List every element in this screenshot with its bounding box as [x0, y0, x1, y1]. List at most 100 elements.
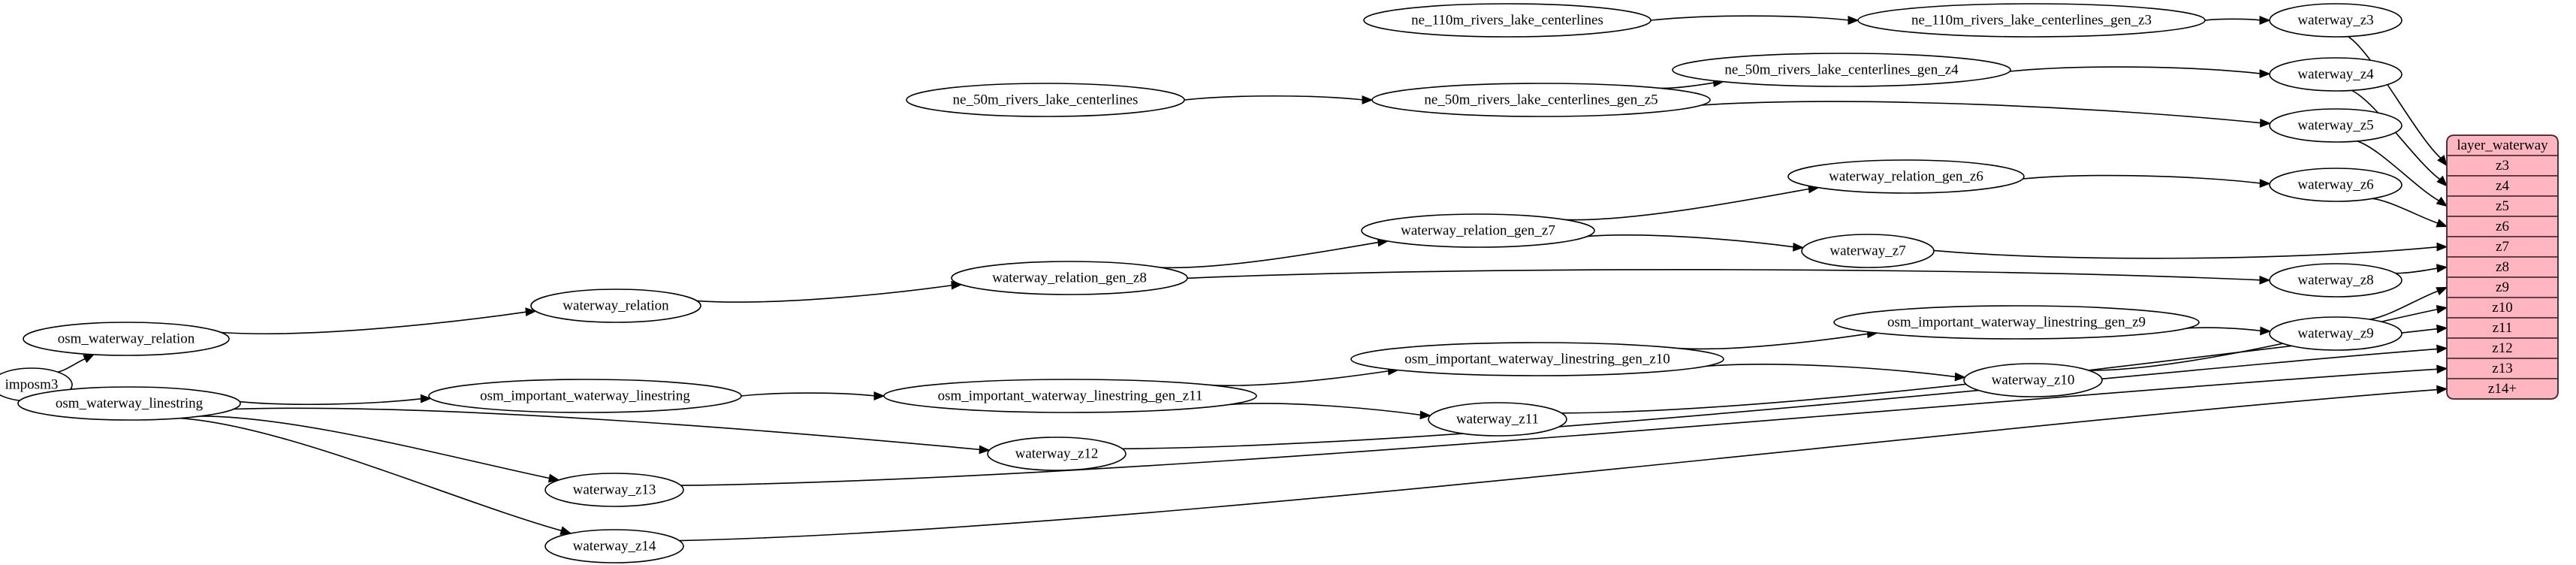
table-row-z3[interactable]	[2446, 155, 2559, 177]
node-osm_important_waterway_linestring_gen_z10[interactable]: osm_important_waterway_linestring_gen_z1…	[1350, 342, 1724, 376]
table-row-z10[interactable]	[2446, 297, 2559, 319]
table-row-z8[interactable]	[2446, 256, 2559, 278]
table-row-z12[interactable]	[2446, 337, 2559, 359]
node-ne_110m_rivers_lake_centerlines[interactable]: ne_110m_rivers_lake_centerlines	[1363, 3, 1651, 38]
edge-arrowhead	[2436, 344, 2448, 354]
node-ellipse[interactable]	[1963, 363, 2103, 397]
node-waterway_z4[interactable]: waterway_z4	[2269, 57, 2403, 92]
node-waterway_z5[interactable]: waterway_z5	[2269, 108, 2403, 143]
node-ellipse[interactable]	[1350, 342, 1724, 376]
node-waterway_z8[interactable]: waterway_z8	[2269, 263, 2403, 298]
node-ellipse[interactable]	[1371, 83, 1711, 117]
node-waterway_z6[interactable]: waterway_z6	[2269, 168, 2403, 202]
edge-arrowhead	[2259, 69, 2271, 79]
node-ellipse[interactable]	[1363, 3, 1651, 38]
edge-ne_50m_rivers_lake_centerlines_gen_z5-to-waterway_z5	[1701, 101, 2262, 124]
node-ellipse[interactable]	[1672, 53, 2011, 87]
node-ellipse[interactable]	[1361, 213, 1595, 248]
edge-waterway_z12-to-table-z12	[1122, 348, 2439, 450]
table-row-z11[interactable]	[2446, 317, 2559, 339]
node-waterway_z9[interactable]: waterway_z9	[2269, 316, 2403, 351]
node-waterway_relation_gen_z7[interactable]: waterway_relation_gen_z7	[1361, 213, 1595, 248]
node-ellipse[interactable]	[951, 261, 1188, 295]
table-row-z5[interactable]	[2446, 195, 2559, 217]
node-ne_50m_rivers_lake_centerlines_gen_z5[interactable]: ne_50m_rivers_lake_centerlines_gen_z5	[1371, 83, 1711, 117]
edge-arrowhead	[1793, 242, 1805, 252]
edge-arrowhead	[2436, 242, 2448, 252]
table-row-z13[interactable]	[2446, 358, 2559, 379]
node-ellipse[interactable]	[1801, 234, 1935, 268]
layer-waterway-table: layer_waterwayz3z4z5z6z7z8z9z10z11z12z13…	[2446, 134, 2559, 400]
table-row-z4[interactable]	[2446, 175, 2559, 197]
edge-waterway_z5-to-table-z5	[2357, 140, 2441, 202]
node-ellipse[interactable]	[544, 529, 684, 563]
table-row-z6[interactable]	[2446, 216, 2559, 237]
node-ellipse[interactable]	[23, 322, 230, 356]
node-osm_waterway_linestring[interactable]: osm_waterway_linestring	[17, 386, 241, 421]
node-ellipse[interactable]	[1857, 3, 2206, 38]
node-waterway_relation_gen_z6[interactable]: waterway_relation_gen_z6	[1787, 159, 2025, 194]
node-osm_waterway_relation[interactable]: osm_waterway_relation	[23, 322, 230, 356]
edge-waterway_z7-to-table-z7	[1933, 246, 2439, 259]
node-waterway_z7[interactable]: waterway_z7	[1801, 234, 1935, 268]
edge-arrowhead	[2436, 264, 2448, 273]
edge-waterway_z6-to-table-z6	[2372, 198, 2439, 225]
node-waterway_relation[interactable]: waterway_relation	[530, 289, 701, 323]
node-osm_important_waterway_linestring_gen_z9[interactable]: osm_important_waterway_linestring_gen_z9	[1833, 305, 2200, 340]
node-ellipse[interactable]	[2269, 168, 2403, 202]
node-ellipse[interactable]	[2269, 57, 2403, 92]
edge-arrowhead	[1848, 16, 1860, 25]
edge-arrowhead	[2436, 219, 2448, 228]
node-osm_important_waterway_linestring_gen_z11[interactable]: osm_important_waterway_linestring_gen_z1…	[883, 379, 1257, 413]
node-ellipse[interactable]	[17, 386, 241, 421]
edge-ne_50m_rivers_lake_centerlines-to-ne_50m_rivers_lake_centerlines_gen_z5	[1184, 95, 1365, 101]
edge-arrowhead	[2436, 385, 2448, 394]
table-header-cell	[2446, 134, 2559, 156]
table-row-z7[interactable]	[2446, 236, 2559, 258]
table-row-z14+[interactable]	[2446, 378, 2559, 400]
node-ellipse[interactable]	[428, 379, 742, 413]
table-outline	[2446, 134, 2559, 400]
node-waterway_z12[interactable]: waterway_z12	[987, 437, 1127, 471]
edge-arrowhead	[1362, 95, 1374, 104]
node-ellipse[interactable]	[987, 437, 1127, 471]
edge-arrowhead	[2259, 179, 2271, 188]
edge-osm_important_waterway_linestring_gen_z11-to-waterway_z11	[1229, 403, 1422, 416]
edge-waterway_relation_gen_z7-to-waterway_relation_gen_z6	[1564, 188, 1811, 221]
node-ellipse[interactable]	[530, 289, 701, 323]
node-ellipse[interactable]	[883, 379, 1257, 413]
edge-osm_waterway_linestring-to-waterway_z13	[200, 415, 551, 479]
node-ne_50m_rivers_lake_centerlines[interactable]: ne_50m_rivers_lake_centerlines	[906, 83, 1185, 117]
node-ne_110m_rivers_lake_centerlines_gen_z3[interactable]: ne_110m_rivers_lake_centerlines_gen_z3	[1857, 3, 2206, 38]
node-waterway_z10[interactable]: waterway_z10	[1963, 363, 2103, 397]
edge-waterway_z10-to-table-z10	[2089, 308, 2439, 371]
node-ellipse[interactable]	[1428, 402, 1567, 437]
node-osm_important_waterway_linestring[interactable]: osm_important_waterway_linestring	[428, 379, 742, 413]
node-waterway_z13[interactable]: waterway_z13	[544, 473, 684, 507]
edge-arrowhead	[2436, 304, 2448, 314]
edge-imposm3-to-osm_waterway_relation	[57, 357, 87, 373]
node-ellipse[interactable]	[2269, 263, 2403, 298]
edge-arrowhead	[525, 307, 537, 317]
node-waterway_relation_gen_z8[interactable]: waterway_relation_gen_z8	[951, 261, 1188, 295]
edge-ne_50m_rivers_lake_centerlines_gen_z4-to-waterway_z4	[2009, 66, 2262, 74]
node-waterway_z3[interactable]: waterway_z3	[2269, 3, 2403, 38]
node-ellipse[interactable]	[1833, 305, 2200, 340]
table-row-z9[interactable]	[2446, 276, 2559, 298]
edge-ne_50m_rivers_lake_centerlines_gen_z5-to-ne_50m_rivers_lake_centerlines_gen_z4	[1659, 82, 1715, 89]
edges-layer	[57, 15, 2448, 542]
node-waterway_z11[interactable]: waterway_z11	[1428, 402, 1567, 437]
edge-osm_waterway_relation-to-waterway_relation	[221, 311, 528, 334]
node-waterway_z14[interactable]: waterway_z14	[544, 529, 684, 563]
edge-arrowhead	[2436, 324, 2448, 334]
node-ellipse[interactable]	[1787, 159, 2025, 194]
node-ellipse[interactable]	[2269, 108, 2403, 143]
edge-waterway_relation_gen_z6-to-waterway_z6	[2022, 174, 2262, 184]
node-ne_50m_rivers_lake_centerlines_gen_z4[interactable]: ne_50m_rivers_lake_centerlines_gen_z4	[1672, 53, 2011, 87]
edge-waterway_z14-to-table-z14+	[679, 388, 2439, 542]
node-ellipse[interactable]	[906, 83, 1185, 117]
node-ellipse[interactable]	[2269, 316, 2403, 351]
node-ellipse[interactable]	[2269, 3, 2403, 38]
node-ellipse[interactable]	[544, 473, 684, 507]
